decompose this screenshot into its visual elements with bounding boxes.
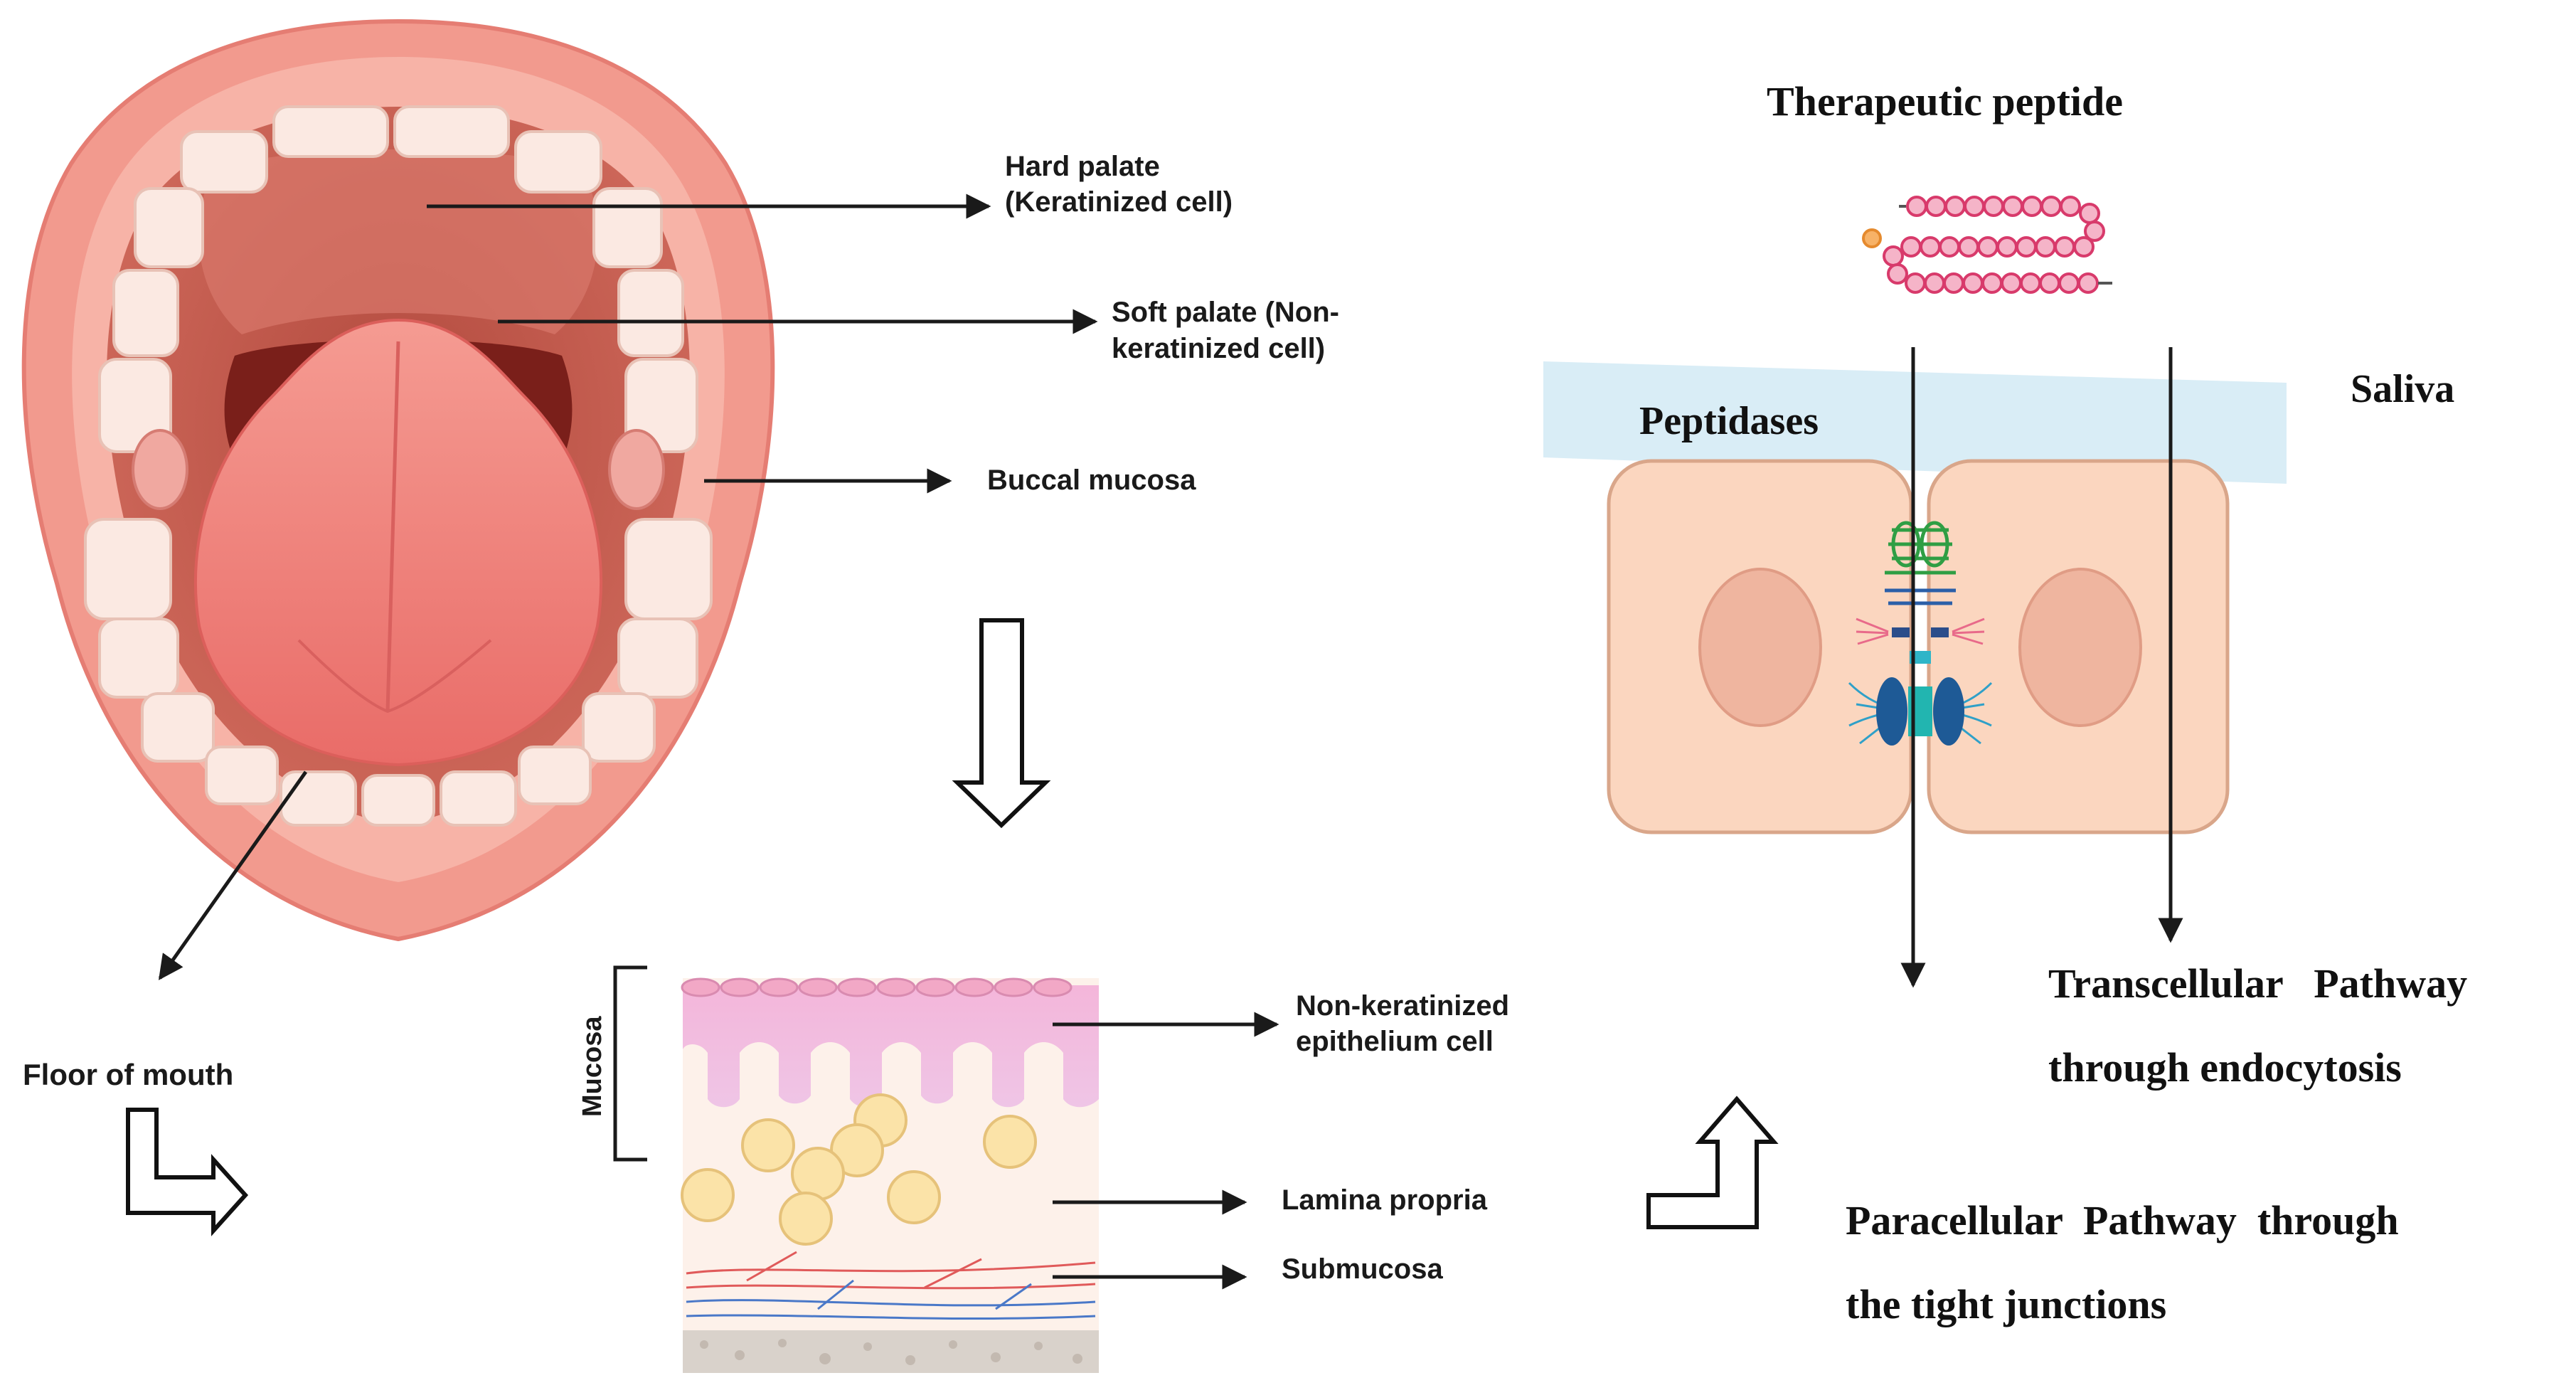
lamina-propria-label: Lamina propria — [1282, 1184, 1488, 1216]
hollow-down-arrow-icon — [952, 618, 1051, 829]
submucosa-label: Submucosa — [1282, 1253, 1443, 1285]
buccal-mucosa-label: Buccal mucosa — [987, 465, 1196, 496]
therapeutic-peptide-title: Therapeutic peptide — [1767, 78, 2123, 124]
soft-palate-sublabel: keratinized cell) — [1112, 333, 1325, 364]
mucosa-label: Mucosa — [578, 1016, 607, 1117]
epithelial-cells — [1607, 459, 2230, 834]
submucosa-callout: Submucosa — [1053, 1253, 1443, 1290]
mouth-illustration — [21, 18, 775, 942]
paracellular-sublabel: the tight junctions — [1846, 1281, 2166, 1327]
peptidases-label: Peptidases — [1639, 399, 1819, 443]
epithelium-sublabel: epithelium cell — [1296, 1026, 1494, 1057]
tissue-cross-section — [681, 977, 1099, 1373]
tight-junction-icon — [1848, 521, 1993, 746]
floor-of-mouth-callout: Floor of mouth — [23, 770, 308, 1091]
hard-palate-label: Hard palate — [1005, 151, 1160, 182]
buccal-mucosa-callout: Buccal mucosa — [704, 465, 1196, 496]
hollow-up-bent-arrow-icon — [1646, 1096, 1779, 1229]
transcellular-label: Transcellular Pathway — [2048, 960, 2467, 1007]
soft-palate-label: Soft palate (Non- — [1112, 297, 1339, 328]
epithelium-layer — [683, 985, 1099, 1108]
paracellular-label: Paracellular Pathway through — [1846, 1197, 2399, 1243]
left-nucleus — [1698, 568, 1822, 727]
hard-palate-callout: Hard palate (Keratinized cell) — [427, 151, 1233, 219]
epithelium-label: Non-keratinized — [1296, 990, 1509, 1022]
soft-palate-callout: Soft palate (Non- keratinized cell) — [498, 297, 1339, 364]
lamina-propria-cells — [681, 1093, 1037, 1246]
mucosa-bracket: Mucosa — [578, 965, 647, 1162]
hollow-bent-arrow-icon — [126, 1108, 249, 1236]
transcellular-sublabel: through endocytosis — [2048, 1044, 2402, 1091]
hard-palate — [198, 149, 598, 334]
right-nucleus — [2018, 568, 2142, 727]
hard-palate-sublabel: (Keratinized cell) — [1005, 186, 1233, 218]
submucosa-vessels — [686, 1251, 1096, 1320]
upper-teeth — [98, 105, 698, 453]
floor-of-mouth-label: Floor of mouth — [23, 1058, 233, 1091]
saliva-label: Saliva — [2351, 367, 2454, 411]
peptide-chain-icon — [1862, 196, 2112, 294]
lamina-propria-callout: Lamina propria — [1053, 1184, 1488, 1216]
tongue — [193, 318, 603, 767]
lower-teeth — [84, 518, 713, 827]
epithelium-callout: Non-keratinized epithelium cell — [1053, 990, 1509, 1057]
